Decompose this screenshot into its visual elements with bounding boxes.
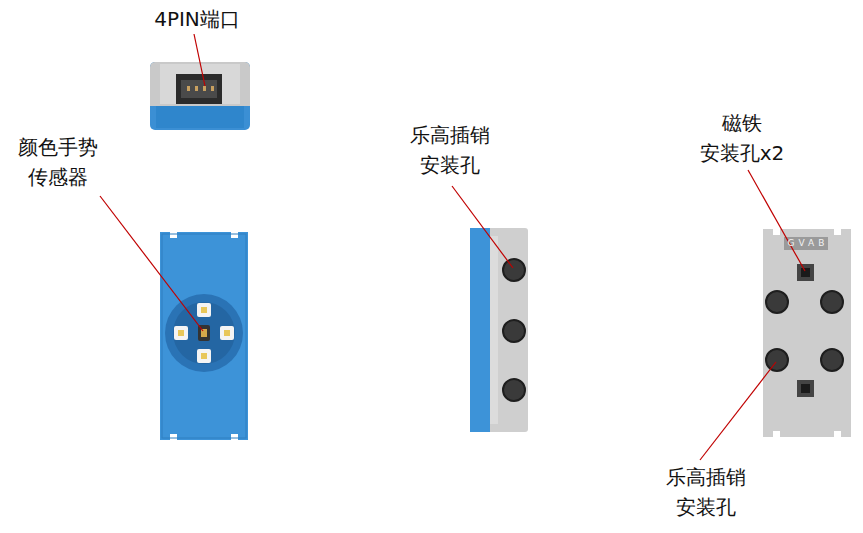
lego-hole-label: 乐高插销 安装孔 <box>410 120 490 180</box>
top-view <box>150 62 250 130</box>
front-view <box>160 232 248 440</box>
port-label: 4PIN端口 <box>154 4 240 34</box>
magnet-hole-label: 磁铁 安装孔x2 <box>700 108 785 168</box>
leader-lines <box>100 34 805 460</box>
sensor-label: 颜色手势 传感器 <box>18 132 98 192</box>
lego-hole-label: 乐高插销 安装孔 <box>666 462 746 522</box>
side-view <box>470 228 528 432</box>
back-view <box>763 229 851 437</box>
pin-names: GVAB <box>788 238 829 249</box>
